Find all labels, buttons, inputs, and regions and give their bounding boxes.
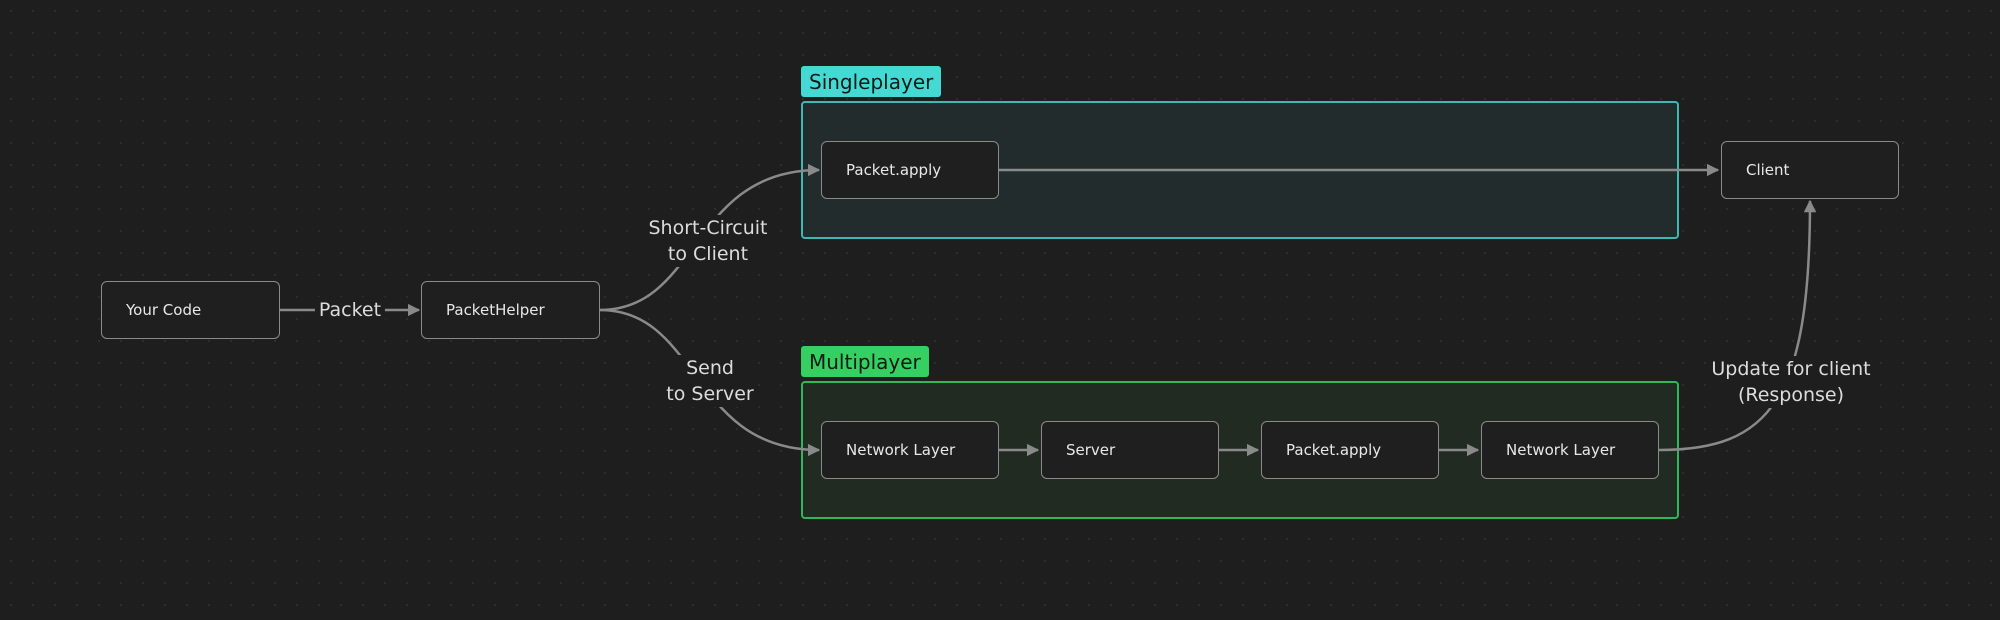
- node-network-layer-back[interactable]: Network Layer: [1481, 421, 1659, 479]
- edge-label-packet: Packet: [314, 297, 386, 323]
- node-server[interactable]: Server: [1041, 421, 1219, 479]
- node-packethelper[interactable]: PacketHelper: [421, 281, 600, 339]
- multiplayer-group-label: Multiplayer: [801, 346, 929, 377]
- node-network-layer-out[interactable]: Network Layer: [821, 421, 999, 479]
- edge-network-layer-to-client: [1658, 199, 1817, 452]
- node-singleplayer-packet-apply[interactable]: Packet.apply: [821, 141, 999, 199]
- node-your-code[interactable]: Your Code: [101, 281, 280, 339]
- singleplayer-group-label: Singleplayer: [801, 66, 942, 97]
- node-client[interactable]: Client: [1721, 141, 1899, 199]
- edge-label-send-to-server: Send to Server: [662, 355, 758, 407]
- edge-label-short-circuit: Short-Circuit to Client: [644, 215, 772, 267]
- node-multiplayer-packet-apply[interactable]: Packet.apply: [1261, 421, 1439, 479]
- edge-label-update-for-client: Update for client (Response): [1707, 356, 1875, 408]
